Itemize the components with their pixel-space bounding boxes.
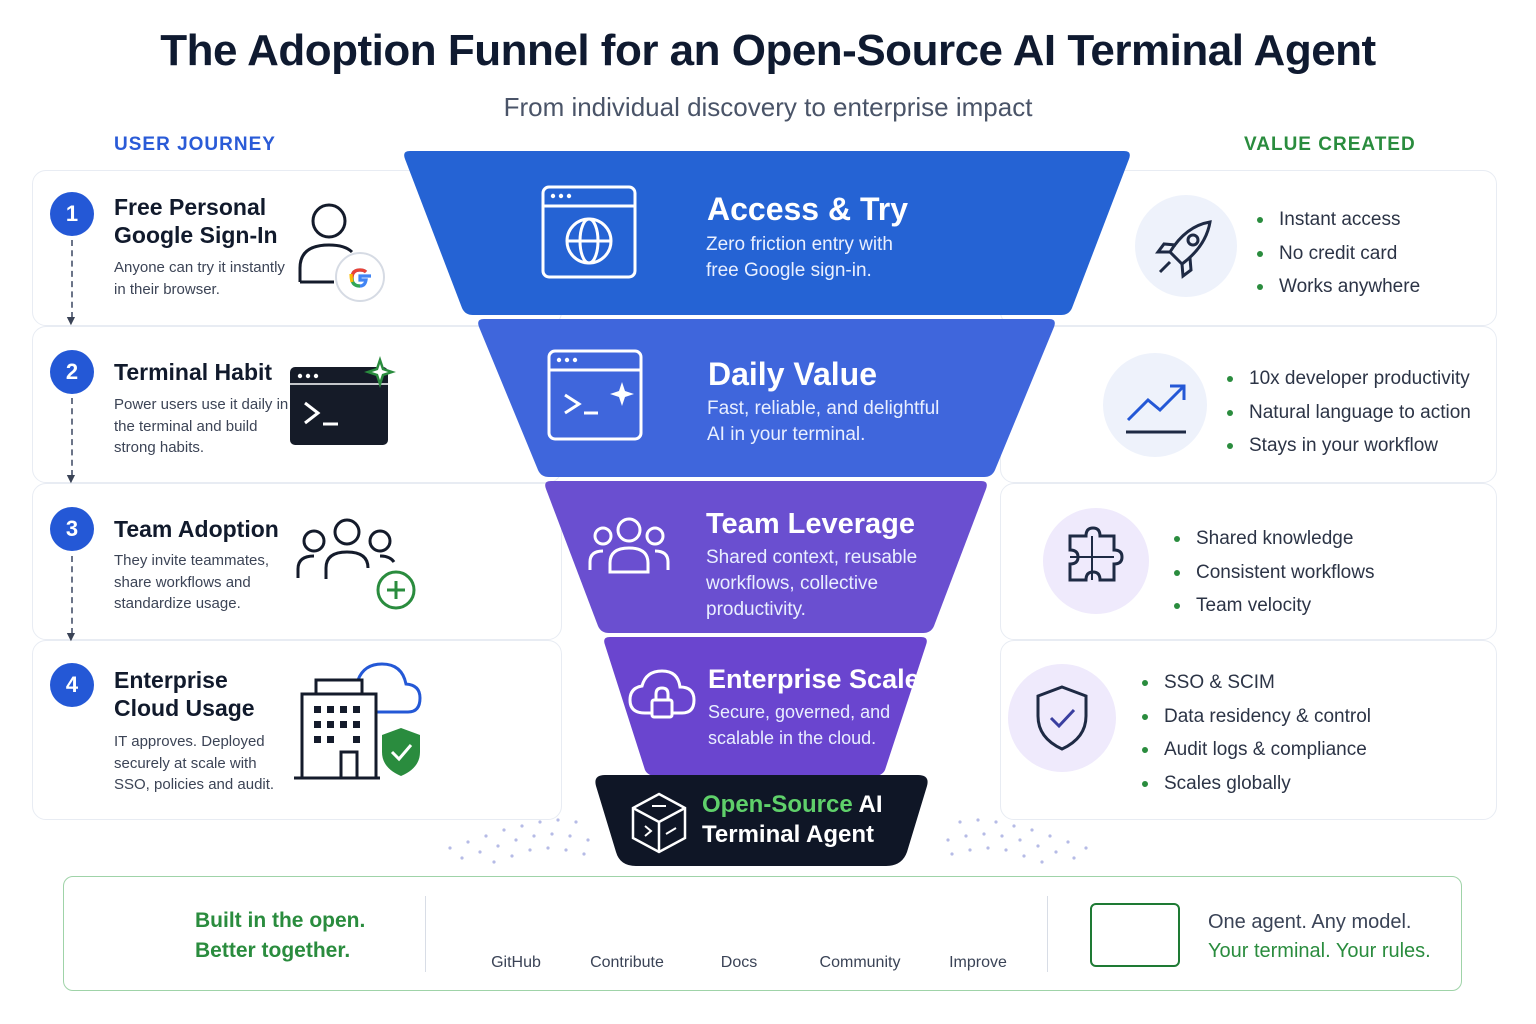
value-list-4: SSO & SCIM Data residency & control Audi… (1142, 666, 1371, 800)
step-title-1: Free Personal Google Sign-In (114, 194, 278, 248)
docs-label: Docs (720, 954, 758, 971)
step-arrow-3: ▼ (64, 628, 78, 644)
puzzle-circle (1043, 508, 1149, 614)
built-line-2: Better together. (195, 939, 351, 962)
footer-divider-right (1047, 896, 1048, 972)
built-line-1: Built in the open. (195, 909, 366, 932)
stage-title-3: Team Leverage (706, 508, 916, 540)
value-created-heading: VALUE CREATED (1244, 134, 1416, 155)
funnel-base (595, 775, 928, 866)
value-list-2: 10x developer productivity Natural langu… (1227, 362, 1471, 463)
cube-circuit-icon (631, 792, 687, 854)
terminal-window-icon (547, 349, 643, 441)
step-desc-2: Power users use it daily in the terminal… (114, 396, 289, 456)
terminal-prompt-box (1090, 903, 1180, 967)
value-bullet: SSO & SCIM (1142, 666, 1371, 700)
value-bullet: Stays in your workflow (1227, 429, 1471, 463)
team-add-icon (296, 518, 416, 610)
stage-desc-1: Zero friction entry with free Google sig… (706, 234, 893, 281)
step-arrow-1: ▼ (64, 312, 78, 328)
step-badge-1: 1 (50, 192, 94, 236)
value-bullet: Team velocity (1174, 589, 1374, 623)
value-bullet: Shared knowledge (1174, 522, 1374, 556)
step-title-2: Terminal Habit (114, 359, 273, 385)
page-title: The Adoption Funnel for an Open-Source A… (160, 26, 1376, 75)
step-title-3: Team Adoption (114, 516, 279, 542)
stage-desc-3: Shared context, reusable workflows, coll… (706, 547, 918, 620)
value-bullet: Consistent workflows (1174, 556, 1374, 590)
base-label-line2: Terminal Agent (702, 821, 875, 848)
built-in-open-text: Built in the open. Better together. (195, 906, 365, 966)
base-label-rest: AI (852, 791, 883, 818)
rocket-circle (1135, 195, 1237, 297)
value-card-2 (1000, 326, 1497, 483)
step-badge-4: 4 (50, 663, 94, 707)
building-cloud-shield-icon (294, 662, 422, 780)
shield-check-icon (1036, 685, 1088, 751)
community-label: Community (819, 954, 901, 971)
stage-desc-4: Secure, governed, and scalable in the cl… (708, 702, 891, 748)
step-connector-2 (71, 398, 73, 476)
footer-banner (63, 876, 1462, 991)
funnel-stage-1 (404, 151, 1130, 315)
value-bullet: Audit logs & compliance (1142, 733, 1371, 767)
journey-card-3 (32, 483, 562, 640)
value-list-3: Shared knowledge Consistent workflows Te… (1174, 522, 1374, 623)
browser-globe-icon (541, 185, 637, 279)
step-arrow-2: ▼ (64, 470, 78, 486)
user-journey-heading: USER JOURNEY (114, 134, 276, 155)
stage-title-2: Daily Value (708, 356, 877, 392)
value-bullet: No credit card (1257, 237, 1420, 271)
base-label: Open-Source AI Terminal Agent (702, 790, 882, 850)
value-bullet: 10x developer productivity (1227, 362, 1471, 396)
rocket-icon (1155, 220, 1212, 279)
value-bullet: Works anywhere (1257, 270, 1420, 304)
step-desc-3: They invite teammates, share workflows a… (114, 552, 270, 612)
trend-up-icon (1126, 384, 1186, 434)
footer-divider-left (425, 896, 426, 972)
terminal-sparkle-icon (290, 356, 396, 445)
improve-label: Improve (949, 954, 1007, 971)
page-subtitle: From individual discovery to enterprise … (503, 92, 1033, 122)
user-google-icon (298, 203, 385, 302)
value-bullet: Natural language to action (1227, 396, 1471, 430)
tagline-line-1: One agent. Any model. (1208, 911, 1412, 933)
dot-pattern (448, 818, 1088, 864)
base-label-highlight: Open-Source (702, 791, 853, 818)
puzzle-icon (1068, 526, 1124, 582)
step-desc-1: Anyone can try it instantly in their bro… (114, 259, 285, 298)
funnel-stage-3 (545, 481, 987, 633)
value-bullet: Scales globally (1142, 767, 1371, 801)
tagline: One agent. Any model. Your terminal. You… (1208, 908, 1431, 966)
step-connector-3 (71, 556, 73, 634)
contribute-label: Contribute (590, 954, 664, 971)
value-list-1: Instant access No credit card Works anyw… (1257, 203, 1420, 304)
step-connector-1 (71, 240, 73, 318)
step-badge-2: 2 (50, 350, 94, 394)
value-bullet: Instant access (1257, 203, 1420, 237)
github-label: GitHub (491, 954, 541, 971)
step-desc-4: IT approves. Deployed securely at scale … (114, 733, 275, 793)
tagline-line-2: Your terminal. Your rules. (1208, 940, 1431, 962)
stage-desc-2: Fast, reliable, and delightful AI in you… (707, 398, 940, 445)
people-group-icon (588, 517, 670, 574)
value-bullet: Data residency & control (1142, 700, 1371, 734)
funnel-stage-4 (604, 637, 927, 776)
step-badge-3: 3 (50, 507, 94, 551)
stage-title-1: Access & Try (707, 191, 909, 227)
value-card-3 (1000, 483, 1497, 640)
journey-card-4 (32, 640, 562, 820)
shield-circle (1008, 664, 1116, 772)
step-title-4: Enterprise Cloud Usage (114, 667, 255, 721)
stage-title-4: Enterprise Scale (708, 664, 920, 694)
cloud-lock-icon (628, 669, 696, 719)
